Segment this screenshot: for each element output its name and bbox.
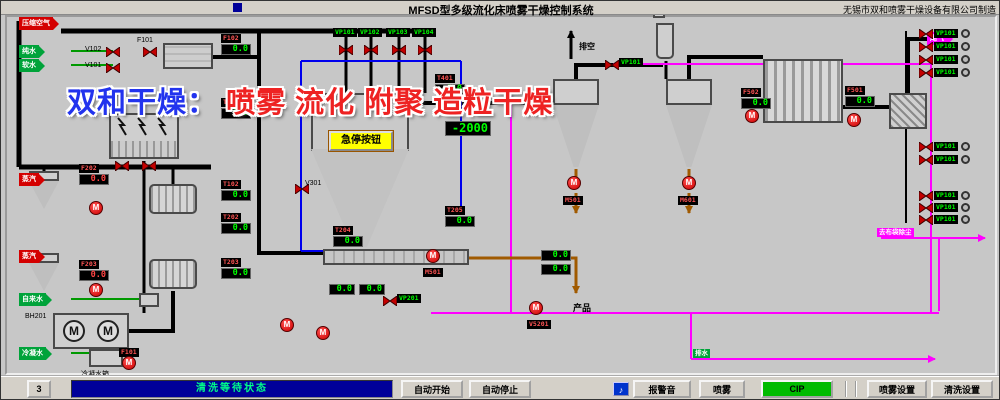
condensate-tank	[89, 349, 123, 367]
manufacturer-label: 无锡市双和喷雾干燥设备有限公司制造	[842, 5, 996, 15]
cyclone-left-2-top	[29, 253, 59, 263]
blower-unit: M M	[53, 313, 129, 349]
clean-settings-button[interactable]: 清洗设置	[931, 380, 993, 398]
bottom-bar: 3 清洗等待状态 自动开始 自动停止 ♪ 报警音 喷雾 CIP 喷雾设置 清洗设…	[1, 375, 999, 399]
damper	[139, 293, 159, 307]
spray-settings-button[interactable]: 喷雾设置	[867, 380, 927, 398]
feed-tank	[656, 23, 674, 59]
cip-button[interactable]: CIP	[761, 380, 833, 398]
motor-icon: M	[63, 320, 85, 342]
heat-exchanger-1	[149, 184, 197, 214]
filter-fins	[111, 141, 177, 157]
status-display: 清洗等待状态	[71, 380, 393, 398]
spray-button[interactable]: 喷雾	[699, 380, 745, 398]
condenser	[763, 59, 843, 123]
lightning-icon	[117, 117, 167, 136]
heat-exchanger-2	[149, 259, 197, 289]
title-bar: MFSD型多级流化床喷雾干燥控制系统 无锡市双和喷雾干燥设备有限公司制造	[1, 1, 999, 17]
device-button[interactable]: 3	[27, 380, 51, 398]
auto-stop-button[interactable]: 自动停止	[469, 380, 531, 398]
motor-icon: M	[97, 320, 119, 342]
alarm-sound-button[interactable]: 报警音	[633, 380, 691, 398]
page-title: MFSD型多级流化床喷雾干燥控制系统	[408, 5, 594, 17]
air-heater	[163, 43, 213, 69]
exhaust-filter	[889, 93, 927, 129]
cyclone-2-body	[666, 79, 712, 105]
window-icon	[233, 3, 242, 12]
auto-start-button[interactable]: 自动开始	[401, 380, 463, 398]
emergency-stop-button[interactable]: 急停按钮	[328, 130, 394, 152]
divider	[845, 381, 847, 397]
cyclone-1-body	[553, 79, 599, 105]
alarm-sound-icon[interactable]: ♪	[613, 382, 629, 396]
cyclone-left-1-top	[29, 171, 59, 181]
fluid-bed	[323, 249, 469, 265]
divider	[855, 381, 857, 397]
bag-filter	[109, 113, 179, 159]
